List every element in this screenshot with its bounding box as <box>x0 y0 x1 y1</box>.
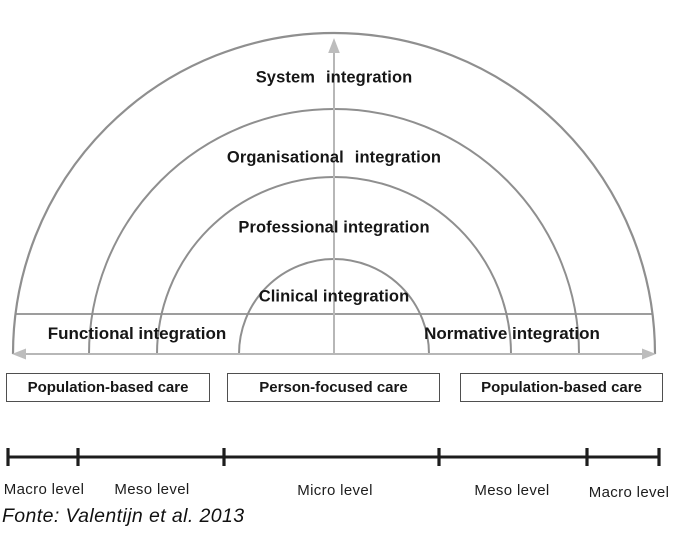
level-label-macro-left: Macro level <box>3 481 85 498</box>
left-arrowhead-icon <box>12 348 26 360</box>
care-box-population-based-right: Population-based care <box>460 373 663 402</box>
source-caption: Fonte: Valentijn et al. 2013 <box>2 505 245 527</box>
care-box-label: Population-based care <box>27 379 189 396</box>
right-arrowhead-icon <box>642 348 656 360</box>
level-scale <box>6 448 661 466</box>
band-label-normative-integration: Normative integration <box>424 324 600 343</box>
level-label-meso-left: Meso level <box>114 481 190 498</box>
arc-system-integration <box>11 31 657 355</box>
band-label-functional-integration: Functional integration <box>47 324 227 343</box>
ring-label-system-integration: System integration <box>255 68 413 87</box>
level-label-macro-right: Macro level <box>588 484 670 501</box>
level-label-micro: Micro level <box>297 482 373 499</box>
care-box-label: Population-based care <box>481 379 642 396</box>
level-label-meso-right: Meso level <box>474 482 550 499</box>
ring-label-clinical-integration: Clinical integration <box>258 287 410 306</box>
up-arrowhead-icon <box>328 38 340 53</box>
ring-label-organisational-integration: Organisational integration <box>226 148 442 167</box>
care-box-label: Person-focused care <box>259 379 408 396</box>
care-box-population-based-left: Population-based care <box>6 373 210 402</box>
care-box-person-focused: Person-focused care <box>227 373 440 402</box>
ring-label-professional-integration: Professional integration <box>238 218 430 237</box>
